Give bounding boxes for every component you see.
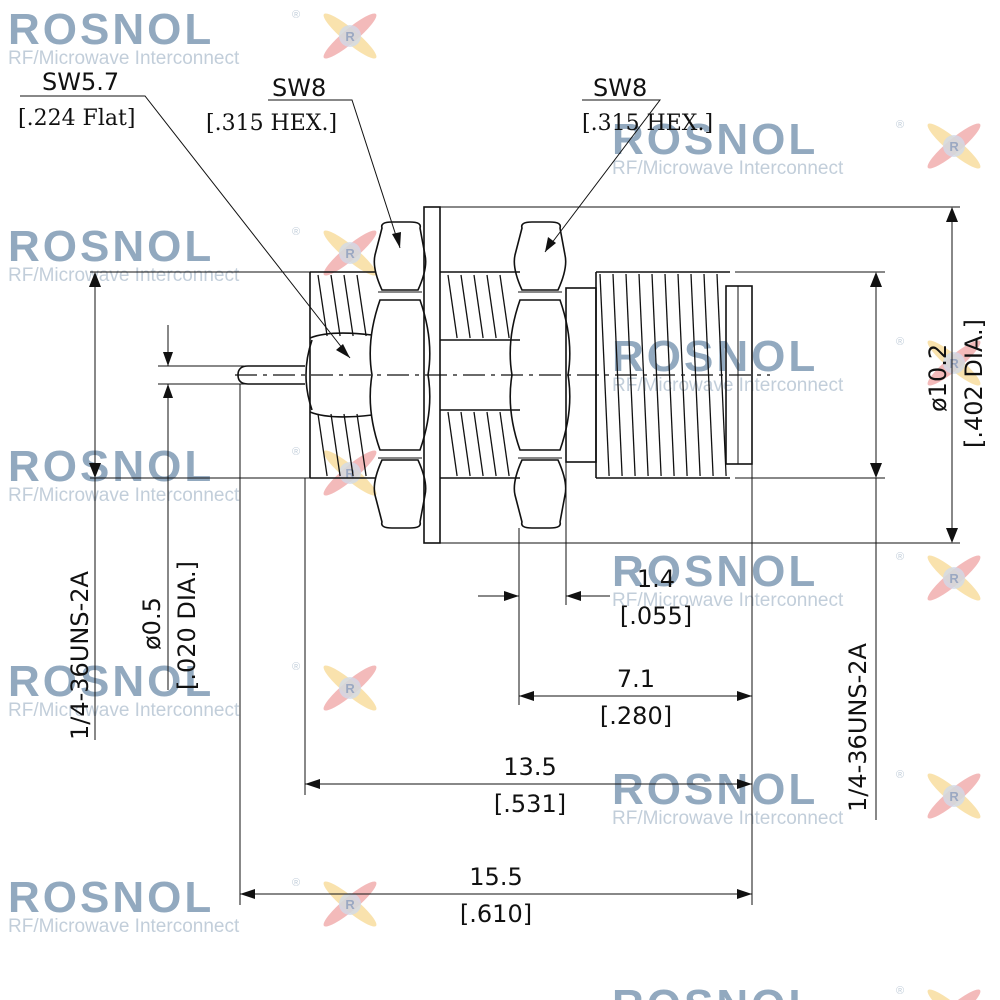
rosnol-logo-letter: R — [949, 789, 959, 804]
watermark-layer: ROSNOL®RF/Microwave InterconnectRROSNOL®… — [8, 5, 981, 1000]
watermark-tagline: RF/Microwave Interconnect — [612, 158, 844, 179]
pin-diameter-metric: ø0.5 — [138, 597, 166, 650]
rear-thread-body — [309, 271, 375, 479]
watermark-tagline: RF/Microwave Interconnect — [8, 700, 240, 721]
rosnol-logo-letter: R — [949, 571, 959, 586]
watermark-registered: ® — [292, 877, 300, 889]
hex-right-callout-metric: SW8 — [593, 74, 647, 102]
watermark: ROSNOL ® RF/Microwave Interconnect R — [612, 115, 981, 179]
dim-1-4-metric: 1.4 — [637, 565, 675, 593]
rosnol-logo-letter: R — [345, 466, 355, 481]
watermark: ROSNOL ® RF/Microwave Interconnect R — [8, 873, 377, 937]
watermark-tagline: RF/Microwave Interconnect — [8, 485, 240, 506]
watermark: ROSNOL ® RF/Microwave Interconnect R — [8, 222, 377, 286]
watermark-brand: ROSNOL — [8, 657, 214, 706]
watermark-brand: ROSNOL — [8, 5, 214, 54]
watermark-brand: ROSNOL — [8, 873, 214, 922]
dim-15-5-imperial: [.610] — [460, 900, 532, 928]
rosnol-logo-icon: R — [927, 123, 981, 169]
rosnol-logo-letter: R — [345, 681, 355, 696]
watermark-tagline: RF/Microwave Interconnect — [612, 808, 844, 829]
panel-washer — [423, 206, 441, 544]
flat-callout-metric: SW5.7 — [42, 68, 119, 96]
connector-body — [235, 206, 770, 544]
watermark-registered: ® — [292, 9, 300, 21]
rosnol-logo-icon: R — [927, 555, 981, 601]
rosnol-logo-icon: R — [323, 665, 377, 711]
dim-13-5-imperial: [.531] — [494, 790, 566, 818]
dim-13-5-metric: 13.5 — [503, 753, 556, 781]
rosnol-logo-icon: R — [927, 773, 981, 819]
watermark-tagline: RF/Microwave Interconnect — [612, 590, 844, 611]
watermark-tagline: RF/Microwave Interconnect — [8, 265, 240, 286]
watermark-registered: ® — [896, 551, 904, 563]
watermark: ROSNOL ® RF/Microwave Interconnect R — [8, 5, 377, 69]
watermark-registered: ® — [292, 446, 300, 458]
flange-diameter-metric: ø10.2 — [924, 344, 952, 412]
rosnol-logo-letter: R — [345, 29, 355, 44]
rosnol-logo-icon: R — [323, 881, 377, 927]
watermark-brand: ROSNOL — [612, 765, 818, 814]
right-thread-spec: 1/4-36UNS-2A — [844, 642, 872, 812]
rosnol-logo-letter: R — [345, 246, 355, 261]
watermark-registered: ® — [896, 336, 904, 348]
watermark-registered: ® — [896, 985, 904, 997]
watermark-registered: ® — [292, 226, 300, 238]
watermark: ROSNOL ® RF/Microwave Interconnect R — [8, 442, 377, 506]
front-thread-body — [565, 271, 753, 479]
left-hex-nut — [369, 221, 431, 529]
rosnol-logo-icon: R — [323, 13, 377, 59]
panel-thread — [440, 271, 520, 479]
hex-left-callout-imperial: [.315 HEX.] — [206, 111, 337, 136]
rosnol-logo-letter: R — [949, 356, 959, 371]
flat-surface — [305, 339, 313, 411]
watermark-registered: ® — [292, 661, 300, 673]
flange-diameter-imperial: [.402 DIA.] — [960, 319, 988, 448]
left-thread-spec: 1/4-36UNS-2A — [66, 570, 94, 740]
rosnol-logo-letter: R — [949, 139, 959, 154]
rosnol-logo-icon: R — [927, 989, 981, 1000]
dim-1-4-imperial: [.055] — [620, 602, 692, 630]
rosnol-logo-letter: R — [345, 897, 355, 912]
hex-right-callout-imperial: [.315 HEX.] — [582, 111, 713, 136]
watermark-registered: ® — [896, 769, 904, 781]
watermark-brand: ROSNOL — [612, 115, 818, 164]
watermark-tagline: RF/Microwave Interconnect — [8, 916, 240, 937]
rosnol-logo-icon: R — [927, 340, 981, 386]
annotations: SW5.7 [.224 Flat] SW8 [.315 HEX.] SW8 [.… — [18, 68, 988, 928]
watermark-tagline: RF/Microwave Interconnect — [8, 48, 240, 69]
watermark-brand: ROSNOL — [8, 442, 214, 491]
dim-15-5-metric: 15.5 — [469, 863, 522, 891]
watermark: ROSNOL ® RF/Microwave Interconnect R — [612, 547, 981, 611]
watermark-brand: ROSNOL — [612, 332, 818, 381]
hex-left-callout-metric: SW8 — [272, 74, 326, 102]
pin-diameter-imperial: [.020 DIA.] — [173, 561, 201, 690]
rosnol-logo-icon: R — [323, 230, 377, 276]
dim-7-1-metric: 7.1 — [617, 665, 655, 693]
watermark-tagline: RF/Microwave Interconnect — [612, 375, 844, 396]
flat-callout-imperial: [.224 Flat] — [18, 106, 135, 131]
watermark-registered: ® — [896, 119, 904, 131]
watermark-brand: ROSNOL — [612, 981, 818, 1000]
dim-7-1-imperial: [.280] — [600, 702, 672, 730]
watermark-brand: ROSNOL — [612, 547, 818, 596]
watermark: ROSNOL ® RF/Microwave Interconnect R — [8, 657, 377, 721]
watermark-brand: ROSNOL — [8, 222, 214, 271]
dimension-lines — [20, 95, 960, 905]
watermark: ROSNOL ® RF/Microwave Interconnect R — [612, 765, 981, 829]
